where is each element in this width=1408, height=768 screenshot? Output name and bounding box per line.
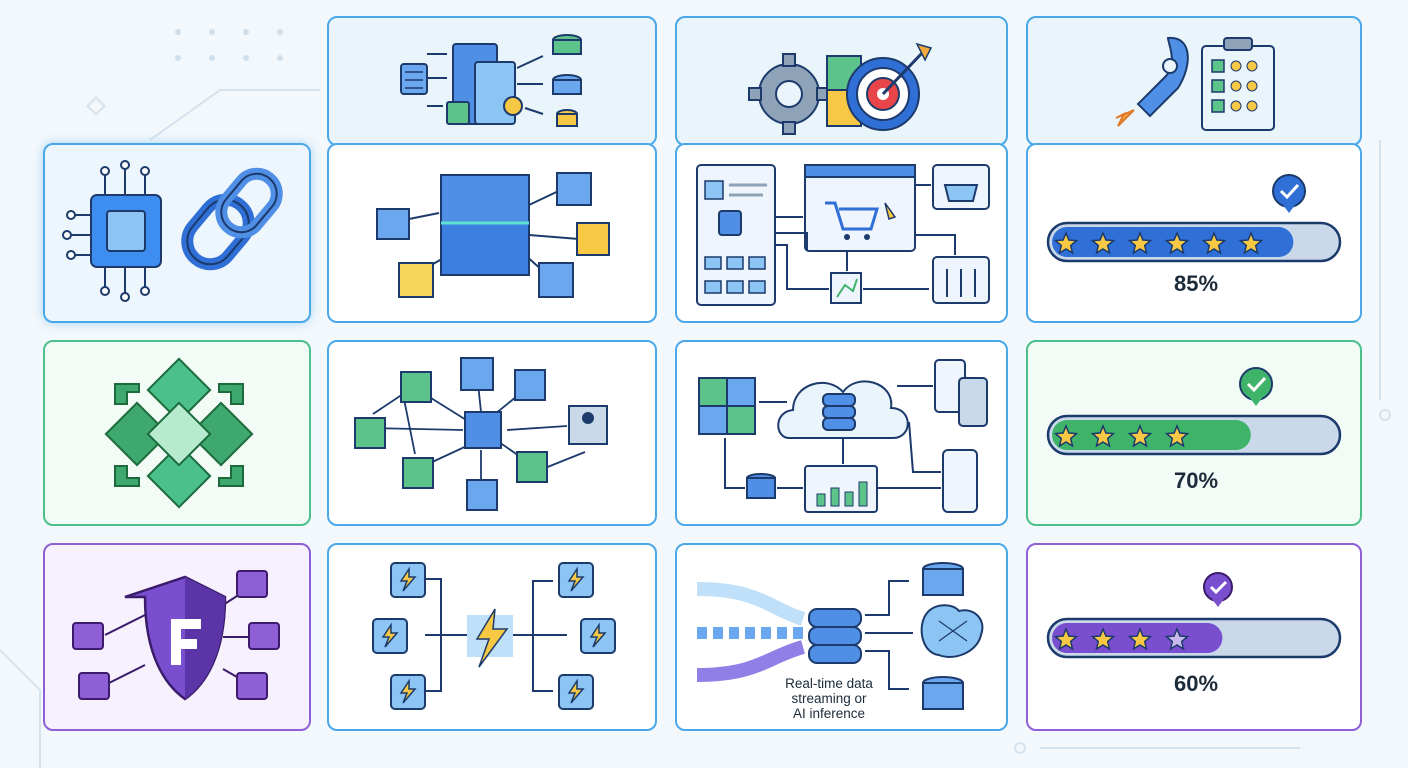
panel-node-network bbox=[327, 340, 657, 526]
rating-star bbox=[1090, 424, 1116, 448]
rating-star bbox=[1053, 424, 1079, 448]
panel-lightning-fanout bbox=[327, 543, 657, 731]
panel-streaming-inference: Real-time data streaming or AI inference bbox=[675, 543, 1008, 731]
rating-percent-label: 60% bbox=[1173, 671, 1219, 696]
puzzle-arrows-icon bbox=[104, 357, 254, 509]
lightning-fanout-diagram bbox=[372, 562, 616, 710]
panel-cube-cluster bbox=[327, 143, 657, 323]
streaming-caption-line-2: streaming or bbox=[791, 691, 867, 706]
streaming-caption-line-1: Real-time data bbox=[785, 676, 873, 691]
rating-percent-label: 70% bbox=[1173, 468, 1219, 493]
rating-star bbox=[1053, 627, 1079, 651]
rating-star bbox=[1164, 627, 1190, 651]
rating-card-85: 85% bbox=[1026, 143, 1362, 323]
panel-chip-chain bbox=[43, 143, 311, 323]
streaming-caption: Real-time data streaming or AI inference bbox=[769, 676, 889, 721]
rating-star bbox=[1164, 231, 1190, 255]
rating-bar-70 bbox=[1046, 367, 1342, 456]
panel-puzzle-arrows bbox=[43, 340, 311, 526]
streaming-caption-line-3: AI inference bbox=[792, 706, 866, 721]
ecommerce-flow-diagram bbox=[696, 164, 990, 306]
rating-bar-60 bbox=[1046, 572, 1342, 659]
header-panel-integration-goals bbox=[675, 16, 1008, 146]
cloud-devices-diagram bbox=[698, 359, 988, 513]
header-panel-launch-quality bbox=[1026, 16, 1362, 146]
panel-ecommerce-flow bbox=[675, 143, 1008, 323]
rating-card-60: 60% bbox=[1026, 543, 1362, 731]
chip-chain-icon bbox=[62, 160, 283, 302]
shield-f-network-icon bbox=[72, 570, 280, 701]
rating-star bbox=[1238, 231, 1264, 255]
node-network-diagram bbox=[354, 357, 608, 511]
rating-star bbox=[1164, 424, 1190, 448]
rating-star bbox=[1090, 627, 1116, 651]
rating-card-70: 70% bbox=[1026, 340, 1362, 526]
rating-star bbox=[1201, 231, 1227, 255]
cube-cluster-diagram bbox=[376, 172, 610, 298]
rating-star bbox=[1053, 231, 1079, 255]
rating-star bbox=[1127, 627, 1153, 651]
rating-star bbox=[1127, 424, 1153, 448]
rating-star bbox=[1090, 231, 1116, 255]
header-panel-data-architecture bbox=[327, 16, 657, 146]
streaming-inference-diagram bbox=[696, 562, 984, 710]
rating-star bbox=[1127, 231, 1153, 255]
rocket-checklist-icon bbox=[1115, 36, 1275, 131]
rating-percent-label: 85% bbox=[1173, 271, 1219, 296]
gear-puzzle-target-icon bbox=[748, 42, 933, 135]
building-database-flow-icon bbox=[400, 34, 582, 127]
panel-cloud-devices bbox=[675, 340, 1008, 526]
panel-shield-network bbox=[43, 543, 311, 731]
rating-bar-85 bbox=[1046, 174, 1342, 263]
